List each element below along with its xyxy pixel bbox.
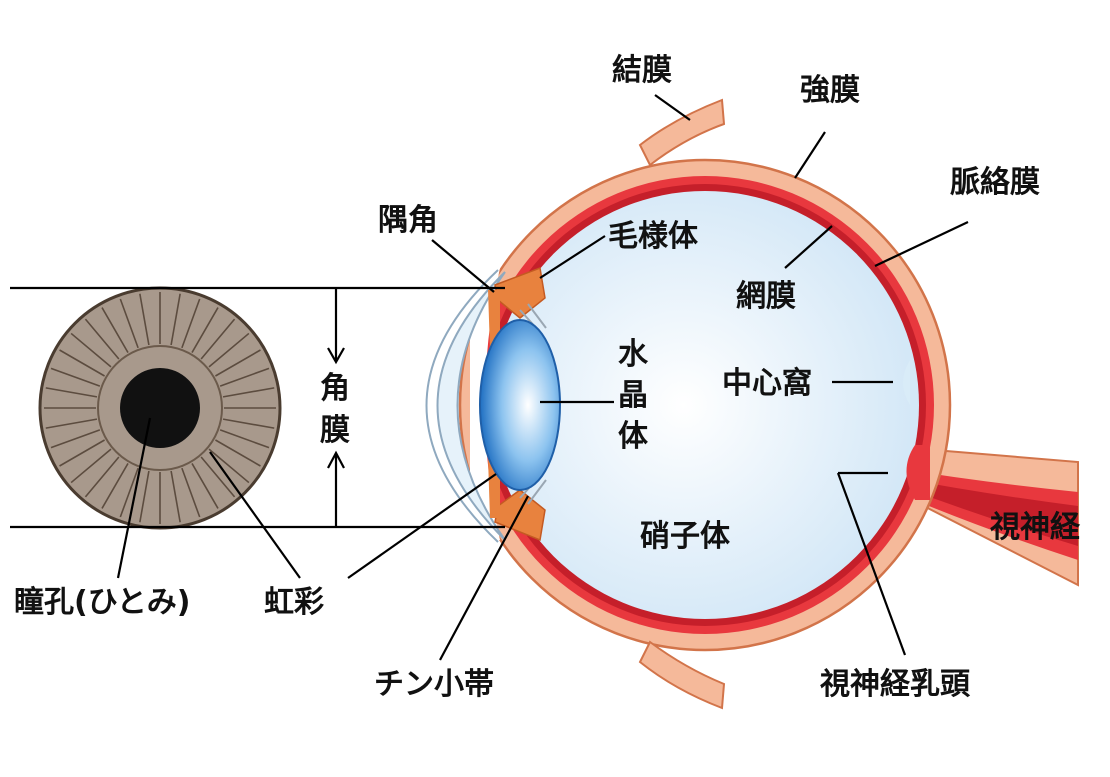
conjunctiva-upper (638, 98, 726, 167)
iris-fiber (222, 387, 275, 398)
iris-fiber (219, 367, 270, 387)
iris-fiber (59, 439, 105, 467)
iris-fiber (59, 349, 105, 377)
iris-fiber (208, 332, 250, 368)
iris-fiber (219, 429, 270, 449)
iris-front-view (38, 286, 282, 530)
lens-shape (479, 319, 561, 491)
label-retina: 網膜 (736, 279, 796, 314)
iris-fiber (170, 470, 181, 523)
iris-fiber (70, 332, 112, 368)
iris-fiber (215, 349, 261, 377)
label-iris: 虹彩 (264, 585, 324, 620)
iris-fiber (208, 448, 250, 484)
iris-fiber (70, 448, 112, 484)
iris-fiber (139, 470, 150, 523)
label-angle: 隅角 (378, 203, 438, 238)
iris-fiber (119, 467, 139, 518)
iris-fiber (101, 307, 129, 353)
iris-fiber (170, 293, 181, 346)
label-ciliary-body: 毛様体 (608, 219, 699, 254)
iris-fiber (119, 298, 139, 349)
pupil-shape (120, 368, 200, 448)
iris-fiber (45, 418, 98, 429)
optic-disc-shape (906, 445, 930, 500)
iris-fiber (191, 307, 219, 353)
iris-fiber (45, 387, 98, 398)
label-conjunctiva: 結膜 (612, 53, 672, 88)
label-sclera: 強膜 (800, 73, 860, 108)
cornea-outer (425, 269, 499, 543)
iris-fiber (181, 298, 201, 349)
iris-fiber (200, 318, 236, 360)
label-cornea-2: 膜 (320, 413, 350, 448)
optic-nerve (895, 446, 1079, 587)
iris-fiber (84, 456, 120, 498)
label-optic-disc: 視神経乳頭 (820, 667, 971, 702)
iris-fiber (84, 318, 120, 360)
label-vitreous: 硝子体 (640, 519, 731, 554)
label-optic-nerve: 視神経 (990, 510, 1081, 545)
label-lens-2: 晶 (618, 378, 648, 413)
label-choroid: 脈絡膜 (950, 165, 1040, 200)
iris-fiber (200, 456, 236, 498)
iris-fiber (50, 367, 101, 387)
conjunctiva-lower (638, 640, 726, 710)
iris-fiber (139, 293, 150, 346)
iris-fiber (215, 439, 261, 467)
label-lens-1: 水 (618, 337, 649, 372)
vitreous-shape (491, 191, 919, 619)
iris-fiber (50, 429, 101, 449)
label-fovea: 中心窩 (722, 366, 812, 401)
iris-fiber (222, 418, 275, 429)
iris-fiber (181, 467, 201, 518)
iris-fiber (191, 463, 219, 509)
label-cornea-1: 角 (320, 371, 350, 406)
fovea-pit (903, 360, 910, 405)
label-lens-3: 体 (618, 419, 649, 454)
label-zonule: チン小帯 (374, 667, 494, 702)
label-pupil: 瞳孔(ひとみ) (14, 585, 191, 620)
iris-fiber (101, 463, 129, 509)
